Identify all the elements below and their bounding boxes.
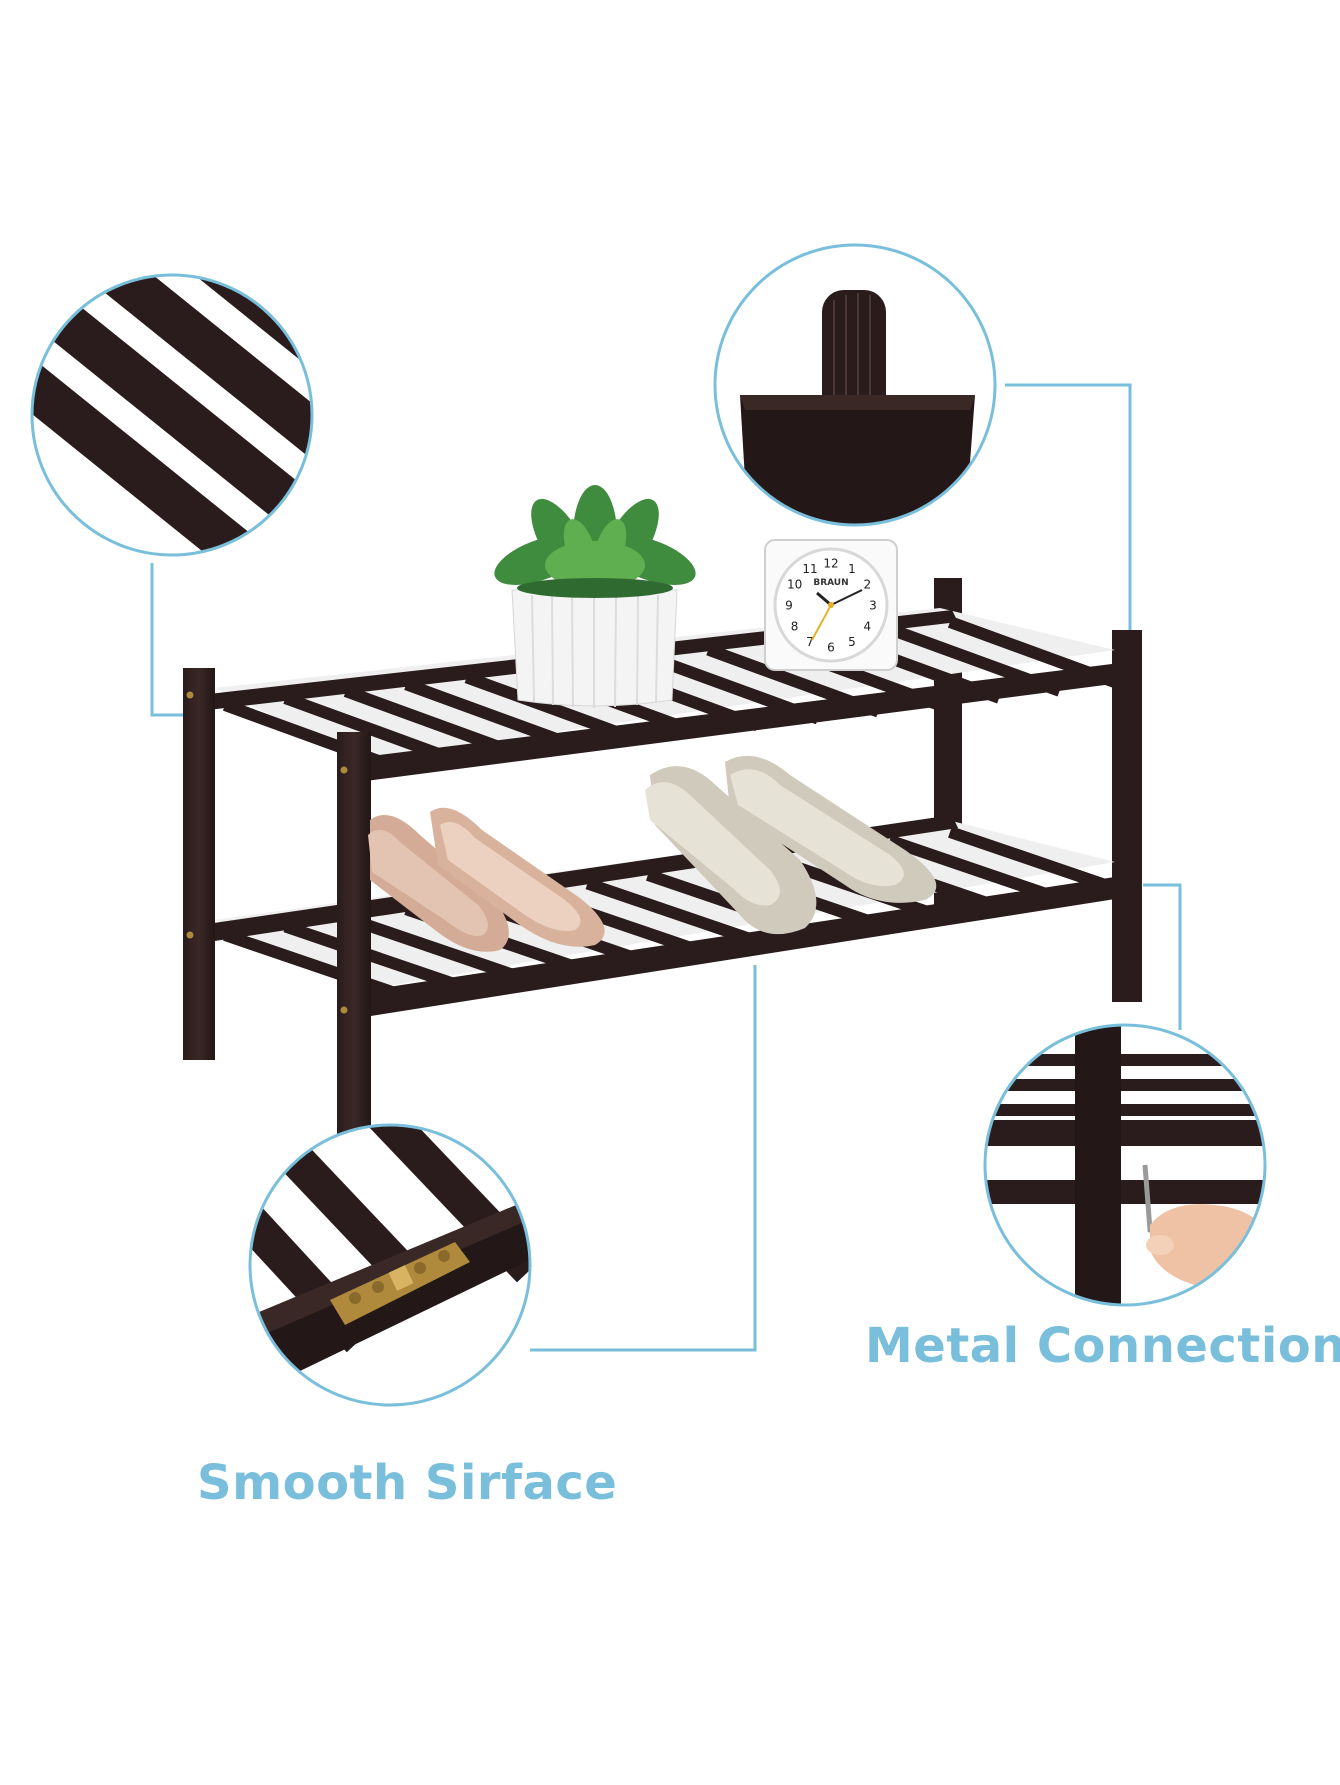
clock-numeral: 8	[791, 620, 799, 634]
clock-numeral: 6	[827, 641, 835, 655]
shelf-slat	[585, 877, 760, 948]
caption-metal-connection: Metal Connection	[865, 1318, 1340, 1374]
hinge-plate	[330, 1242, 470, 1325]
clock-numeral: 10	[787, 578, 802, 592]
metal-connector-icon	[248, 1123, 532, 1407]
slat-closeup-icon	[30, 273, 314, 557]
clock-numeral: 12	[823, 557, 838, 571]
clock-numeral: 9	[785, 599, 793, 613]
shoes	[368, 755, 937, 952]
succulent-plant	[494, 485, 696, 708]
clock-numeral: 2	[864, 578, 872, 592]
shelf-slat	[343, 912, 518, 982]
clock-numeral: 7	[806, 635, 814, 649]
clock-numeral: 5	[848, 635, 856, 649]
clock-numeral: 11	[802, 562, 817, 576]
shelf-slat	[948, 826, 1122, 896]
clock-numeral: 3	[869, 599, 877, 613]
clock-numeral: 4	[864, 620, 872, 634]
shelf-slat	[887, 834, 1062, 905]
caption-smooth-surface: Smooth Sirface	[197, 1455, 618, 1511]
allen-key-hand-icon	[983, 1023, 1267, 1307]
dowel-peg-icon	[713, 243, 997, 527]
clock-numeral: 1	[848, 562, 856, 576]
clock-brand: BRAUN	[813, 578, 848, 588]
